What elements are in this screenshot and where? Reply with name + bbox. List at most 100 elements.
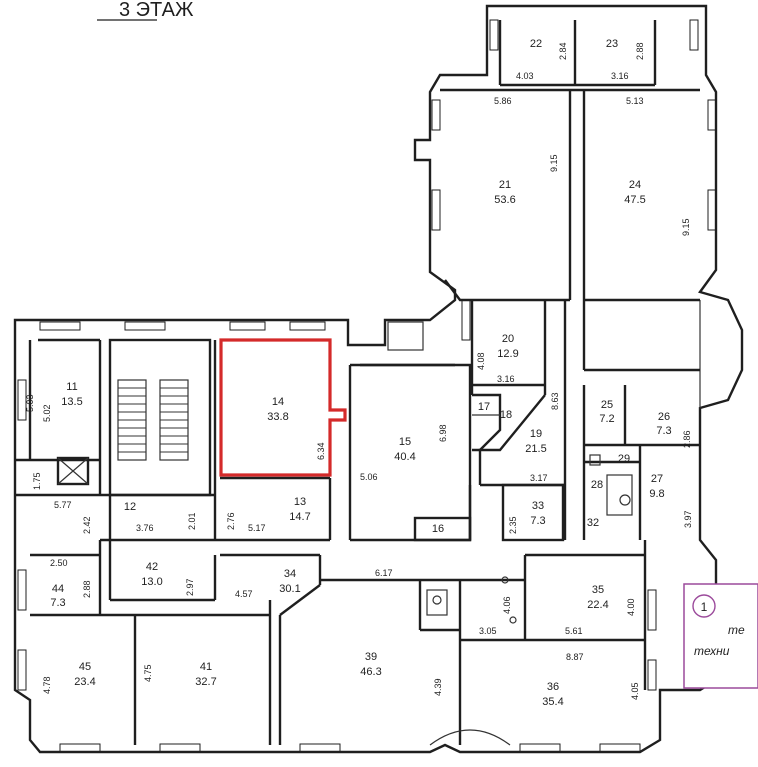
dim-label: 2.88 xyxy=(635,42,645,60)
svg-text:7.3: 7.3 xyxy=(50,597,65,609)
svg-text:45: 45 xyxy=(79,661,91,673)
dim-label: 2.86 xyxy=(682,430,692,448)
svg-text:11: 11 xyxy=(66,381,77,393)
svg-text:33.8: 33.8 xyxy=(267,411,288,423)
room-18-label: 18 xyxy=(500,409,512,421)
svg-text:29: 29 xyxy=(618,453,630,465)
floor-title-text: 3 ЭТАЖ xyxy=(119,0,194,21)
svg-text:53.6: 53.6 xyxy=(494,194,515,206)
svg-text:17: 17 xyxy=(478,401,490,413)
dim-label: 2.88 xyxy=(82,580,92,598)
svg-text:19: 19 xyxy=(530,428,542,440)
room-33-label: 337.3 xyxy=(530,500,545,527)
svg-text:32: 32 xyxy=(587,517,599,529)
dim-label: 4.78 xyxy=(42,676,52,694)
dim-label: 5.03 xyxy=(25,394,35,412)
dim-label: 2.42 xyxy=(82,516,92,534)
svg-text:7.3: 7.3 xyxy=(530,515,545,527)
svg-text:23: 23 xyxy=(606,38,618,50)
room-26-label: 267.3 xyxy=(656,411,671,437)
svg-text:28: 28 xyxy=(591,479,603,491)
room-29-label: 29 xyxy=(618,453,630,465)
dim-label: 4.75 xyxy=(143,664,153,682)
dim-label: 8.63 xyxy=(550,392,560,410)
dim-label: 3.97 xyxy=(683,510,693,528)
dim-label: 6.98 xyxy=(438,424,448,442)
svg-text:42: 42 xyxy=(146,561,158,573)
room-44-label: 447.3 xyxy=(50,583,65,609)
svg-text:16: 16 xyxy=(432,523,444,535)
svg-text:27: 27 xyxy=(651,473,663,485)
svg-text:40.4: 40.4 xyxy=(394,451,415,463)
dim-label: 6.17 xyxy=(375,568,393,578)
svg-text:20: 20 xyxy=(502,333,514,345)
dim-label: 2.50 xyxy=(50,558,68,568)
dim-label: 4.03 xyxy=(516,71,534,81)
dim-label: 4.05 xyxy=(630,682,640,700)
svg-text:35.4: 35.4 xyxy=(542,696,563,708)
legend-line-1: те xyxy=(728,623,745,637)
svg-text:46.3: 46.3 xyxy=(360,666,381,678)
dim-label: 5.86 xyxy=(494,96,512,106)
svg-text:35: 35 xyxy=(592,584,604,596)
svg-text:22: 22 xyxy=(530,38,542,50)
svg-text:24: 24 xyxy=(629,179,641,191)
dim-label: 5.77 xyxy=(54,500,72,510)
svg-text:12: 12 xyxy=(124,501,136,513)
svg-text:13.5: 13.5 xyxy=(61,396,82,408)
dim-label: 6.34 xyxy=(316,442,326,460)
dim-label: 5.61 xyxy=(565,626,583,636)
floor-title: 3 ЭТАЖ xyxy=(97,0,194,21)
svg-text:7.2: 7.2 xyxy=(599,413,614,425)
interior-walls xyxy=(15,20,700,746)
dim-label: 8.87 xyxy=(566,652,584,662)
dim-label: 4.57 xyxy=(235,589,253,599)
room-23-label: 23 xyxy=(606,38,618,50)
svg-text:21: 21 xyxy=(499,179,511,191)
outer-walls xyxy=(13,4,744,754)
dim-label: 4.08 xyxy=(476,352,486,370)
room-22-label: 22 xyxy=(530,38,542,50)
dim-label: 5.02 xyxy=(42,404,52,422)
dim-label: 3.17 xyxy=(530,473,548,483)
svg-text:44: 44 xyxy=(52,583,64,595)
dimension-labels: 4.03 2.84 3.16 2.88 5.86 9.15 5.13 9.15 … xyxy=(25,42,693,700)
dim-label: 3.76 xyxy=(136,523,154,533)
dim-label: 5.13 xyxy=(626,96,644,106)
dim-label: 4.39 xyxy=(433,678,443,696)
room-32-label: 32 xyxy=(587,517,599,529)
room-14-highlight xyxy=(219,338,347,477)
svg-text:33: 33 xyxy=(532,500,544,512)
svg-text:13: 13 xyxy=(294,496,306,508)
svg-text:39: 39 xyxy=(365,651,377,663)
svg-text:32.7: 32.7 xyxy=(195,676,216,688)
dim-label: 2.01 xyxy=(187,512,197,530)
svg-text:7.3: 7.3 xyxy=(656,425,671,437)
room-11-label: 11 13.5 xyxy=(61,381,82,408)
svg-text:25: 25 xyxy=(601,399,613,411)
dim-label: 5.06 xyxy=(360,472,378,482)
dim-label: 2.84 xyxy=(558,42,568,60)
legend-symbol: 1 xyxy=(701,600,708,614)
svg-text:9.8: 9.8 xyxy=(649,488,664,500)
dim-label: 9.15 xyxy=(549,154,559,172)
stairs xyxy=(117,379,189,461)
window-marks xyxy=(17,19,717,753)
svg-text:30.1: 30.1 xyxy=(279,583,300,595)
room-27-label: 279.8 xyxy=(649,473,664,500)
room-28-label: 28 xyxy=(591,479,603,491)
dim-label: 5.17 xyxy=(248,523,266,533)
dim-label: 2.35 xyxy=(508,516,518,534)
